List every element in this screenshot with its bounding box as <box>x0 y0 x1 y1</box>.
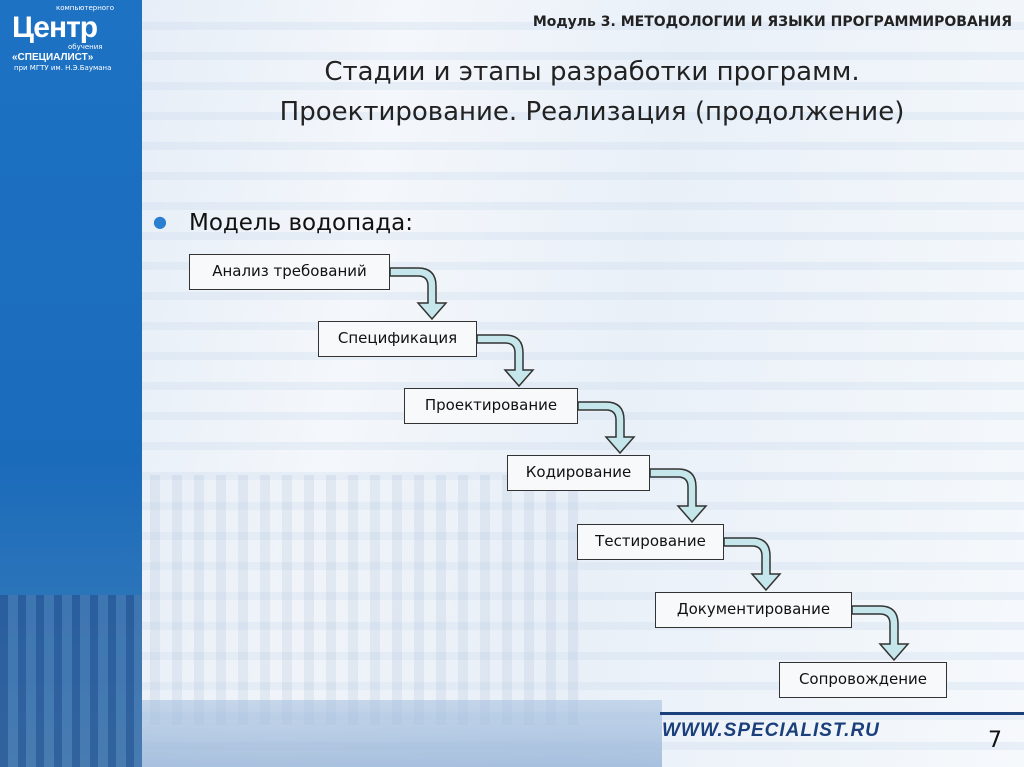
logo-text: «СПЕЦИАЛИСТ» <box>12 52 94 63</box>
building-image <box>150 475 580 725</box>
module-header: Модуль 3. МЕТОДОЛОГИИ И ЯЗЫКИ ПРОГРАММИР… <box>532 14 1012 30</box>
stage-box: Анализ требований <box>189 254 390 290</box>
stage-box: Тестирование <box>577 524 724 560</box>
bullet-icon: ● <box>153 212 167 231</box>
title-line: Проектирование. Реализация (продолжение) <box>279 97 905 127</box>
title-line: Стадии и этапы разработки программ. <box>324 57 860 87</box>
flow-arrow <box>577 401 636 455</box>
logo-text: Центр <box>12 11 98 44</box>
logo-text: при МГТУ им. Н.Э.Баумана <box>14 64 112 72</box>
stage-box: Проектирование <box>404 388 578 424</box>
bullet-text: Модель водопада: <box>188 210 413 236</box>
logo-text: обучения <box>68 43 103 51</box>
water-image <box>142 700 662 767</box>
background-stripes <box>142 0 1024 767</box>
stage-box: Спецификация <box>318 321 477 357</box>
stage-box: Документирование <box>655 592 852 628</box>
footer-url: WWW.SPECIALIST.RU <box>662 720 880 741</box>
flow-arrow <box>851 605 910 662</box>
logo-text: компьютерного <box>56 4 115 12</box>
bullet-item: ● Модель водопада: <box>153 210 413 236</box>
flow-arrow <box>649 468 708 524</box>
building-image-left <box>0 595 142 767</box>
footer-line <box>660 712 1024 715</box>
stage-box: Сопровождение <box>779 662 947 698</box>
slide-title: Стадии и этапы разработки программ. Прое… <box>160 52 1024 132</box>
flow-arrow <box>476 334 535 388</box>
stage-box: Кодирование <box>507 455 650 491</box>
flow-arrow <box>723 537 782 592</box>
flow-arrow <box>389 267 448 321</box>
logo: компьютерного Центр обучения «СПЕЦИАЛИСТ… <box>8 4 136 73</box>
page-number: 7 <box>988 728 1002 753</box>
